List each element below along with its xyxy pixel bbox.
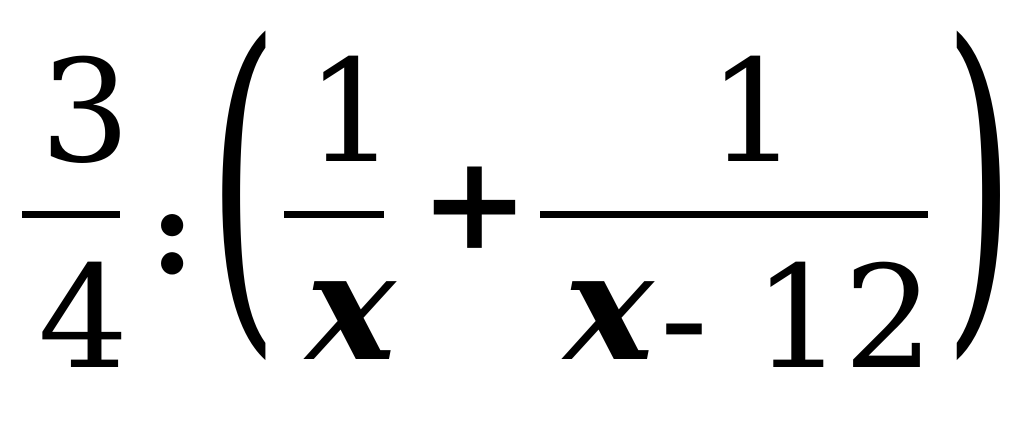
divide-operator: : bbox=[150, 161, 195, 302]
frac3-denominator-variable: x bbox=[564, 219, 654, 395]
open-parenthesis: ( bbox=[208, 0, 279, 389]
frac1-numerator: 3 bbox=[40, 30, 131, 195]
plus-operator: + bbox=[420, 126, 529, 279]
frac2-denominator: x bbox=[306, 219, 396, 395]
frac1-bar bbox=[22, 211, 120, 218]
frac2-numerator: 1 bbox=[306, 30, 397, 195]
frac3-numerator: 1 bbox=[708, 30, 799, 195]
frac3-bar bbox=[540, 211, 928, 218]
close-parenthesis: ) bbox=[944, 0, 1015, 389]
frac1-denominator: 4 bbox=[38, 236, 129, 401]
frac2-bar bbox=[284, 211, 384, 218]
frac3-denominator-rest: - 12 bbox=[660, 236, 934, 401]
